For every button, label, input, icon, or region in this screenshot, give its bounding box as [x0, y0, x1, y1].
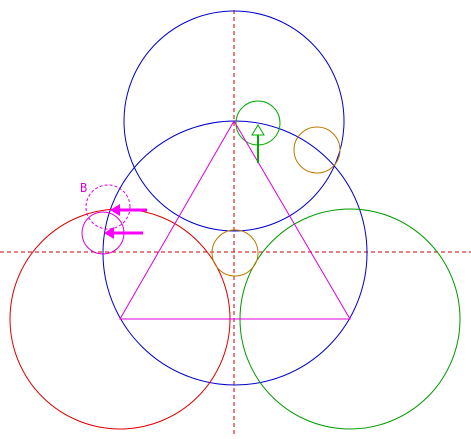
arrow-left-icon — [104, 227, 143, 239]
central-blue-circle — [102, 120, 368, 386]
point-b-label: B — [80, 181, 87, 195]
orange-circle-center — [211, 229, 259, 277]
triangle — [119, 120, 351, 320]
arrow-up-icon — [251, 124, 265, 163]
top-blue-circle — [123, 10, 345, 232]
magenta-dashed-circle — [85, 184, 131, 230]
orange-circle-right — [293, 126, 341, 174]
arrow-left-icon — [110, 204, 147, 216]
